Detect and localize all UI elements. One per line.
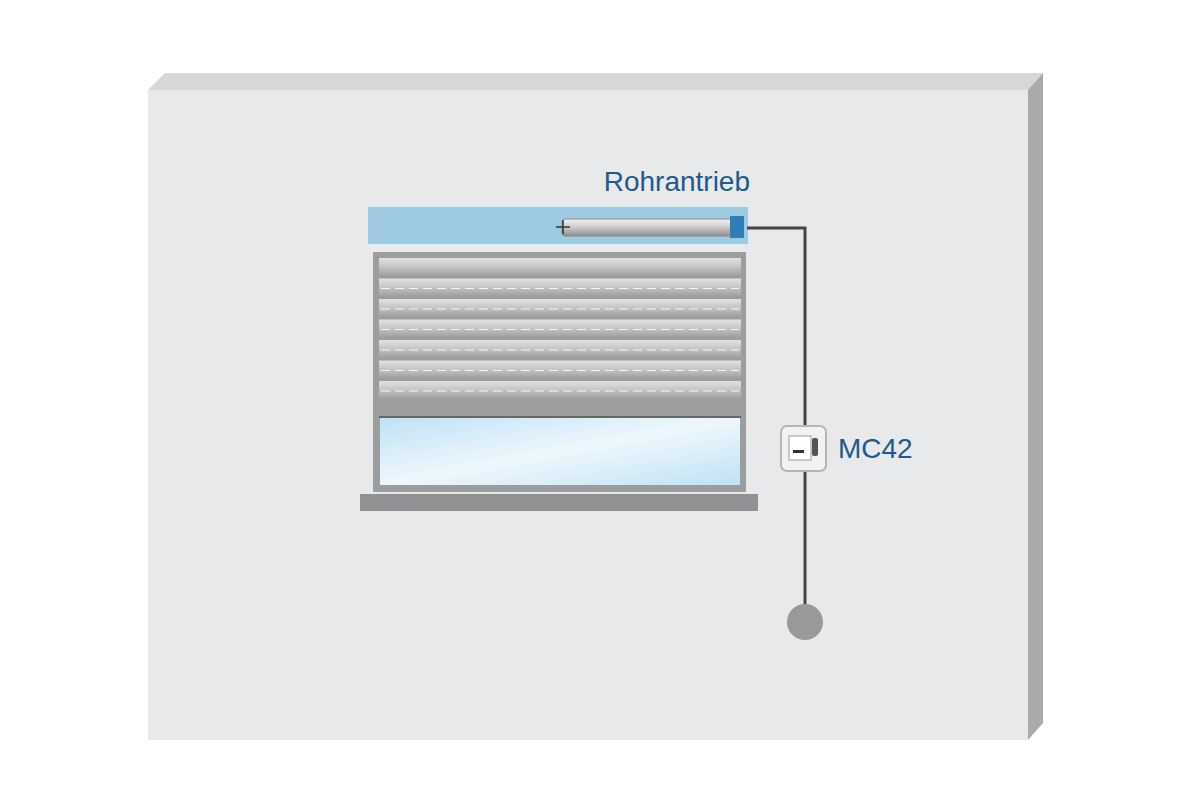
motor-head — [730, 216, 744, 238]
power-source — [787, 604, 823, 640]
slat — [379, 299, 741, 317]
slat — [379, 381, 741, 399]
shutter-bottom — [379, 416, 741, 418]
window-glass — [380, 418, 740, 485]
tube-motor-node: Rohrantrieb — [368, 160, 750, 244]
wire-connector — [747, 228, 805, 425]
slat-dash — [381, 349, 739, 350]
switch-label: MC42 — [838, 433, 913, 465]
wall-top — [148, 73, 1043, 90]
slat-dash — [381, 390, 739, 391]
motor-label: Rohrantrieb — [604, 166, 750, 198]
window-sill — [360, 494, 758, 511]
slat — [379, 279, 741, 297]
slat-dash — [381, 329, 739, 330]
wall-face — [148, 90, 1028, 740]
tube-motor — [562, 219, 738, 236]
window-frame — [373, 252, 746, 492]
shutter-box — [368, 207, 748, 244]
slat — [379, 320, 741, 338]
slat-dash — [381, 308, 739, 309]
slat-dash — [381, 288, 739, 289]
switch-node: MC42 — [780, 425, 940, 473]
shutter-slats — [379, 258, 741, 417]
slat — [379, 361, 741, 379]
switch-icon — [780, 425, 828, 473]
slat-dash — [381, 370, 739, 371]
wire — [804, 472, 807, 612]
wall-side — [1028, 73, 1043, 740]
motor-end — [556, 220, 570, 234]
slat — [379, 340, 741, 358]
slat — [379, 258, 741, 276]
